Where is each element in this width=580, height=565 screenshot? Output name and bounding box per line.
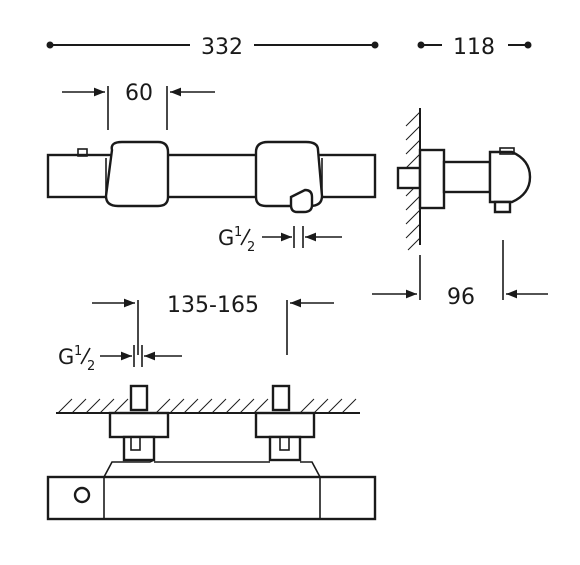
thread-upper-numerator: 1 [234,225,242,240]
dimension-handle-width: 60 [62,81,215,130]
wall-projection-label: 96 [447,285,475,310]
overall-length-label: 332 [201,35,243,60]
top-view-mixer [46,384,377,521]
thread-upper-denominator: 2 [247,240,255,255]
front-view-mixer [46,140,377,214]
dimension-wall-projection: 96 [372,240,548,310]
thread-lower-prefix: G [58,345,74,369]
thread-upper-prefix: G [218,226,234,250]
dimension-thread-lower: G 1 2 [58,344,182,374]
dimension-depth: 118 [417,35,532,60]
side-view-mixer [396,108,532,251]
wall-hatch-bottom [57,398,357,414]
dimension-overall-length: 332 [46,35,379,60]
handle-width-label: 60 [125,81,153,106]
depth-label: 118 [453,35,495,60]
dimension-thread-upper: G 1 2 [218,225,342,255]
centre-distance-label: 135-165 [167,293,259,318]
thread-lower-denominator: 2 [87,359,95,374]
thread-lower-numerator: 1 [74,344,82,359]
dimension-centre-distance: 135-165 [92,293,334,355]
